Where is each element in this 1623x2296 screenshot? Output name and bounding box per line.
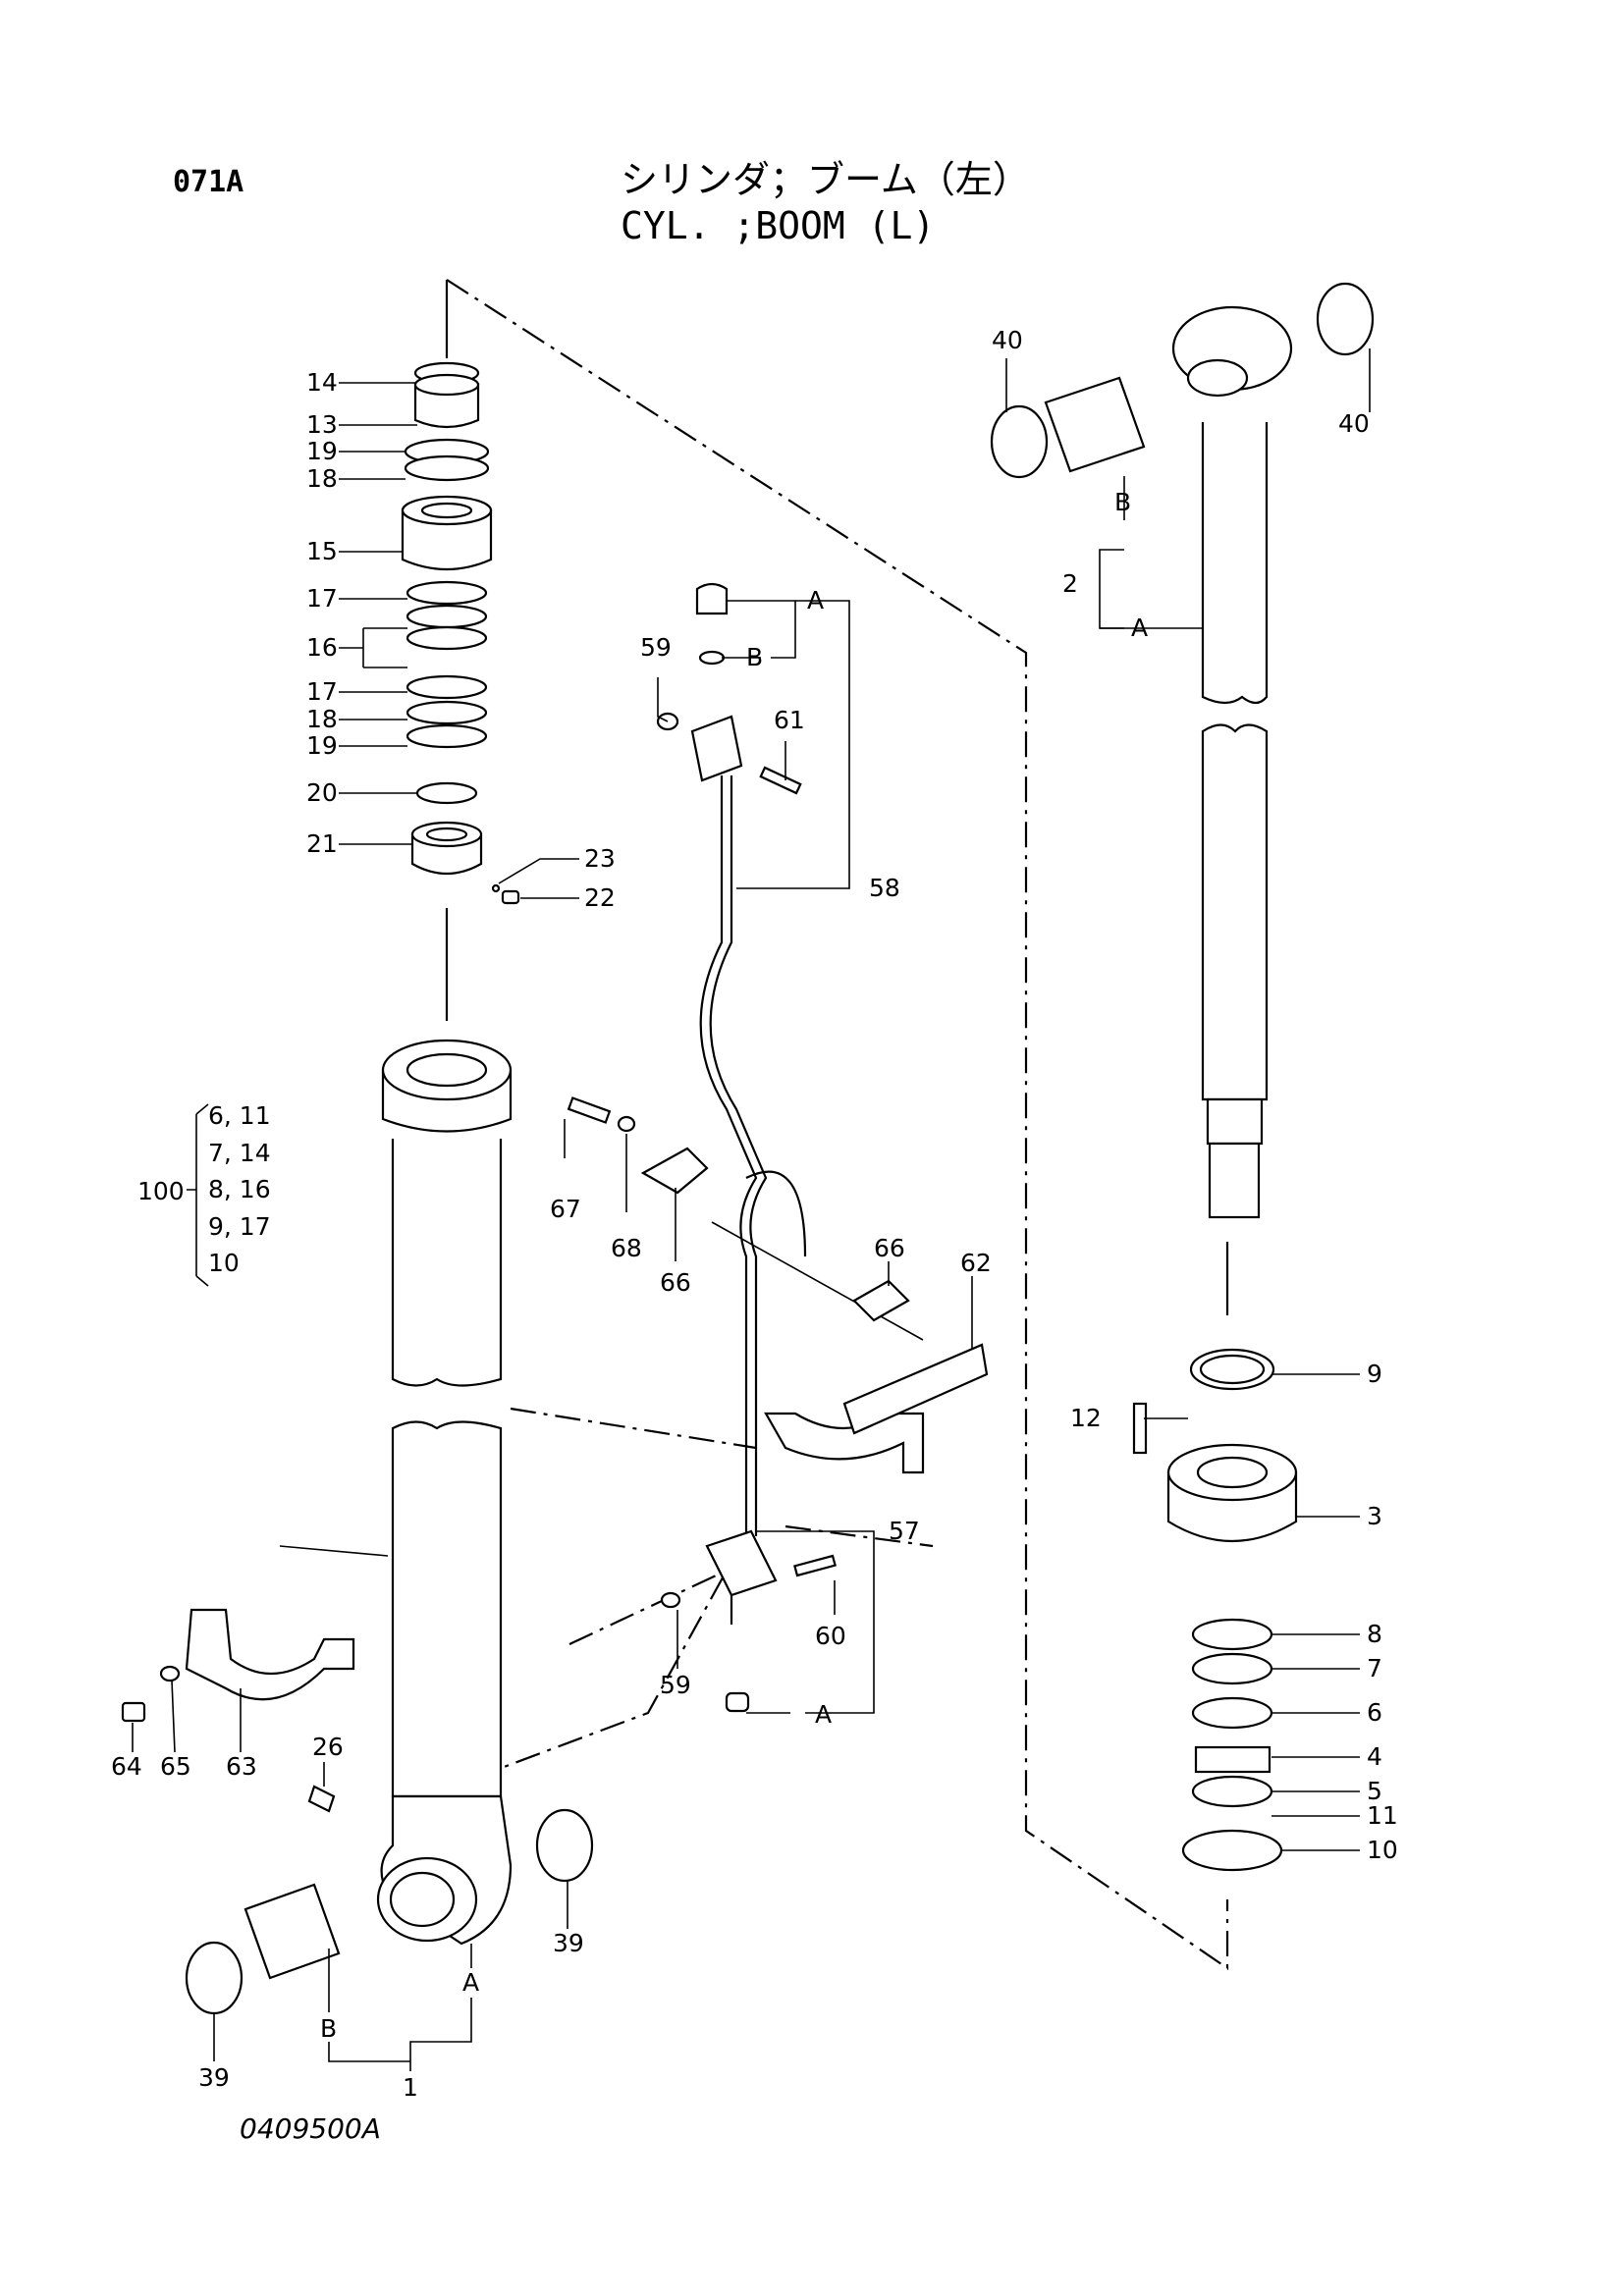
kit-member: 10 bbox=[208, 1249, 240, 1277]
piping-assembly bbox=[567, 582, 989, 1713]
piston-assembly bbox=[1132, 1348, 1298, 1872]
callout-A: A bbox=[815, 1700, 832, 1729]
kit-member: 6, 11 bbox=[208, 1101, 271, 1130]
callout-17: 17 bbox=[306, 584, 338, 613]
callout-2: 2 bbox=[1062, 569, 1078, 598]
callout-17: 17 bbox=[306, 677, 338, 706]
callout-68: 68 bbox=[611, 1234, 642, 1262]
cylinder-tube bbox=[121, 1039, 594, 2015]
callout-15: 15 bbox=[306, 537, 338, 565]
callout-57: 57 bbox=[889, 1517, 920, 1545]
callout-6: 6 bbox=[1367, 1698, 1382, 1727]
callout-67: 67 bbox=[550, 1195, 581, 1223]
guide-lines bbox=[279, 279, 1229, 1971]
callout-59: 59 bbox=[660, 1671, 691, 1699]
kit-member: 9, 17 bbox=[208, 1212, 271, 1241]
callout-40: 40 bbox=[992, 326, 1023, 354]
callout-B: B bbox=[1114, 488, 1131, 516]
callout-61: 61 bbox=[774, 706, 805, 734]
drawing-number: 0409500A bbox=[240, 2112, 381, 2145]
callout-66: 66 bbox=[660, 1268, 691, 1297]
callout-66: 66 bbox=[874, 1234, 905, 1262]
kit-100-listing: 100 6, 11 7, 14 8, 16 9, 17 10 bbox=[137, 1101, 271, 1277]
callout-3: 3 bbox=[1367, 1502, 1382, 1530]
kit-member: 7, 14 bbox=[208, 1139, 271, 1167]
callout-40: 40 bbox=[1338, 409, 1370, 438]
callout-4: 4 bbox=[1367, 1742, 1382, 1771]
callout-10: 10 bbox=[1367, 1836, 1398, 1864]
callout-9: 9 bbox=[1367, 1360, 1382, 1388]
callout-16: 16 bbox=[306, 633, 338, 662]
callout-65: 65 bbox=[160, 1752, 191, 1781]
callout-39: 39 bbox=[553, 1929, 584, 1957]
callout-7: 7 bbox=[1367, 1654, 1382, 1682]
kit-member: 8, 16 bbox=[208, 1175, 271, 1203]
piston-rod bbox=[990, 282, 1375, 1219]
callout-39: 39 bbox=[198, 2063, 230, 2092]
callout-19: 19 bbox=[306, 731, 338, 760]
callout-18: 18 bbox=[306, 705, 338, 733]
callout-18: 18 bbox=[306, 464, 338, 493]
callout-64: 64 bbox=[111, 1752, 142, 1781]
callout-19: 19 bbox=[306, 437, 338, 465]
callout-labels: 14 13 19 18 15 17 16 17 18 19 20 21 23 2… bbox=[111, 326, 1398, 2102]
callout-21: 21 bbox=[306, 829, 338, 858]
callout-A: A bbox=[462, 1968, 479, 1997]
callout-60: 60 bbox=[815, 1622, 846, 1650]
callout-B: B bbox=[320, 2014, 337, 2043]
rod-cover-seal-stack bbox=[401, 361, 520, 905]
callout-59: 59 bbox=[640, 633, 672, 662]
callout-20: 20 bbox=[306, 778, 338, 807]
callout-58: 58 bbox=[869, 874, 900, 902]
leader-lines bbox=[132, 348, 1371, 2071]
kit-number: 100 bbox=[137, 1177, 185, 1205]
callout-5: 5 bbox=[1367, 1777, 1382, 1805]
callout-8: 8 bbox=[1367, 1620, 1382, 1648]
callout-A: A bbox=[807, 586, 824, 614]
callout-22: 22 bbox=[584, 883, 616, 912]
page-code: 071A bbox=[173, 165, 244, 199]
callout-1: 1 bbox=[403, 2073, 418, 2102]
callout-14: 14 bbox=[306, 368, 338, 397]
title-english: CYL. ;BOOM (L) bbox=[621, 204, 936, 247]
callout-B: B bbox=[746, 643, 763, 671]
callout-62: 62 bbox=[960, 1249, 992, 1277]
callout-A: A bbox=[1131, 614, 1148, 642]
callout-11: 11 bbox=[1367, 1801, 1398, 1830]
callout-23: 23 bbox=[584, 844, 616, 873]
callout-12: 12 bbox=[1070, 1404, 1102, 1432]
callout-13: 13 bbox=[306, 410, 338, 439]
callout-26: 26 bbox=[312, 1733, 344, 1761]
callout-63: 63 bbox=[226, 1752, 257, 1781]
title-japanese: シリンダ；ブーム（左） bbox=[621, 158, 1030, 201]
